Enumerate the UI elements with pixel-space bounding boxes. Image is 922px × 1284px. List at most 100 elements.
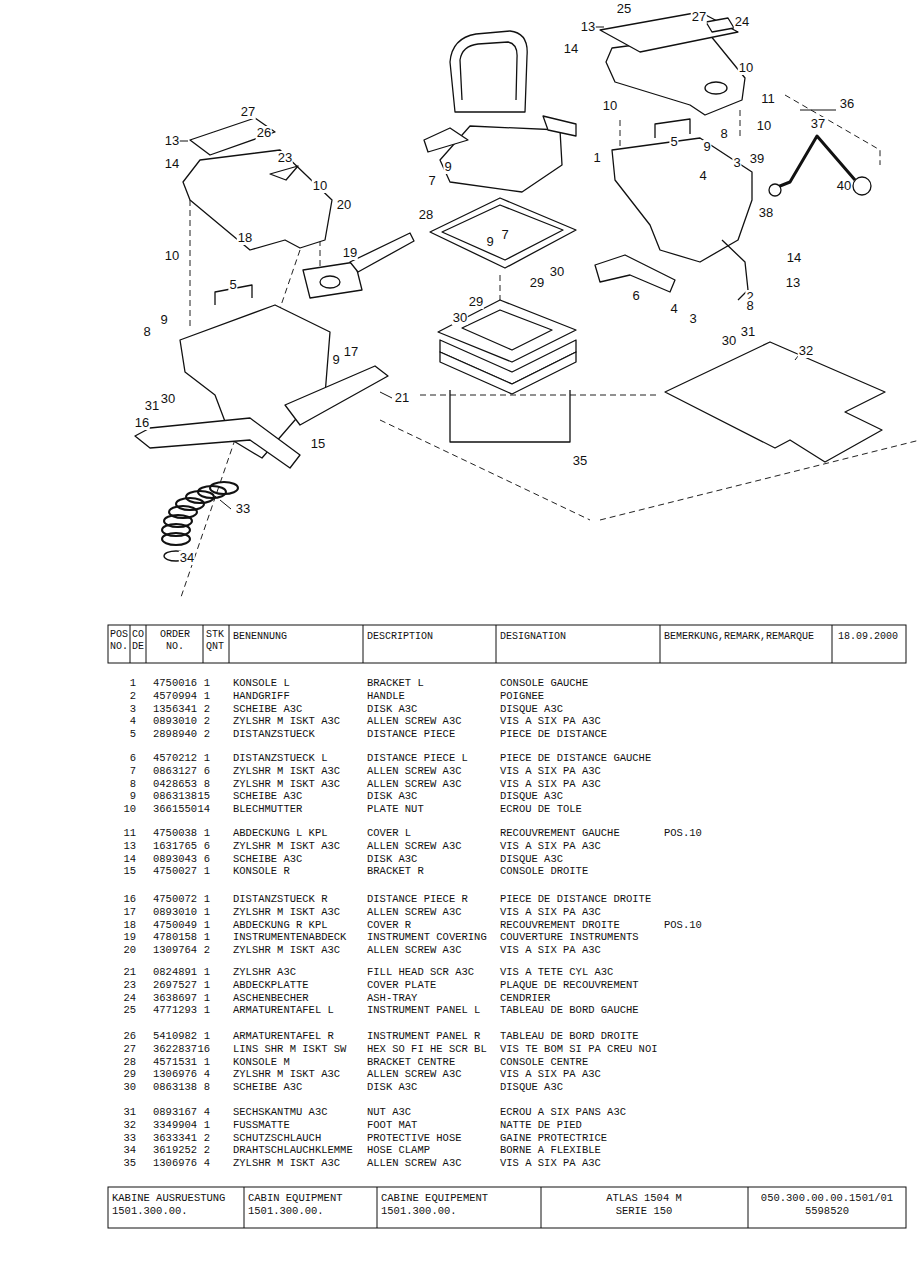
table-cell: GAINE PROTECTRICE (500, 1132, 607, 1144)
table-cell: 8 (204, 1081, 210, 1093)
table-rules (130, 625, 832, 663)
seat-base-inner (442, 205, 563, 260)
table-cell: 1 (204, 1004, 210, 1016)
table-cell: ZYLSHR M ISKT A3C (233, 765, 340, 777)
callout-number: 18 (237, 231, 253, 245)
table-cell: DISQUE A3C (500, 853, 563, 865)
callout-number: 28 (418, 208, 434, 222)
callout-number: 8 (719, 127, 728, 141)
position-number: 30 (123, 1081, 136, 1093)
table-cell: ZYLSHR M ISKT A3C (233, 715, 340, 727)
leader (380, 392, 392, 398)
table-cell: ARMATURENTAFEL R (233, 1030, 334, 1042)
table-cell: 2 (204, 1132, 210, 1144)
table-cell: ALLEN SCREW A3C (367, 1157, 462, 1169)
position-number: 2 (130, 690, 136, 702)
table-cell: VIS A TETE CYL A3C (500, 966, 613, 978)
table-cell: ASH-TRAY (367, 992, 417, 1004)
instrument-panel-left (190, 118, 275, 155)
callout-number: 15 (310, 437, 326, 451)
table-cell: 0893010 (153, 715, 197, 727)
table-cell: SCHEIBE A3C (233, 1081, 302, 1093)
callout-number: 30 (452, 311, 468, 325)
callout-number: 9 (485, 235, 494, 249)
table-cell: 3619252 (153, 1144, 197, 1156)
table-cell: PIECE DE DISTANCE DROITE (500, 893, 651, 905)
table-cell: ALLEN SCREW A3C (367, 715, 462, 727)
table-cell: 4570212 (153, 752, 197, 764)
position-number: 5 (130, 728, 136, 740)
table-cell: 2697527 (153, 979, 197, 991)
callout-number: 38 (758, 206, 774, 220)
table-cell: 2898940 (153, 728, 197, 740)
table-cell: FOOT MAT (367, 1119, 417, 1131)
table-cell: DISK A3C (367, 703, 417, 715)
table-cell: COVER R (367, 919, 411, 931)
table-cell: POS.10 (664, 919, 702, 931)
callout-number: 14 (164, 157, 180, 171)
position-number: 15 (123, 865, 136, 877)
callout-number: 10 (756, 119, 772, 133)
table-cell: 1309764 (153, 944, 197, 956)
table-cell: 6 (204, 853, 210, 865)
table-cell: VIS A SIX PA A3C (500, 1157, 601, 1169)
callout-number: 25 (616, 2, 632, 16)
table-header: DESCRIPTION (367, 631, 433, 643)
callout-number: 9 (443, 160, 452, 174)
callout-number: 10 (312, 179, 328, 193)
callout-number: 13 (580, 20, 596, 34)
table-cell: SCHEIBE A3C (233, 703, 302, 715)
table-cell: 0893167 (153, 1106, 197, 1118)
table-cell: POS.10 (664, 827, 702, 839)
table-cell: ABDECKPLATTE (233, 979, 309, 991)
table-cell: PLAQUE DE RECOUVREMENT (500, 979, 639, 991)
table-cell: SCHUTZSCHLAUCH (233, 1132, 321, 1144)
callout-number: 9 (331, 353, 340, 367)
table-cell: PLATE NUT (367, 803, 424, 815)
position-number: 31 (123, 1106, 136, 1118)
table-cell: VIS A SIX PA A3C (500, 765, 601, 777)
table-cell: 5410982 (153, 1030, 197, 1042)
table-cell: FUSSMATTE (233, 1119, 290, 1131)
callout-number: 32 (798, 344, 814, 358)
position-number: 16 (123, 893, 136, 905)
position-number: 6 (130, 752, 136, 764)
table-cell: FILL HEAD SCR A3C (367, 966, 474, 978)
seat-backrest (450, 31, 527, 112)
table-cell: 2 (204, 715, 210, 727)
table-cell: 1 (204, 992, 210, 1004)
table-cell: COVER L (367, 827, 411, 839)
table-cell: DISQUE A3C (500, 703, 563, 715)
table-cell: ZYLSHR M ISKT A3C (233, 778, 340, 790)
table-cell: COVER PLATE (367, 979, 436, 991)
position-number: 25 (123, 1004, 136, 1016)
leader-lines (179, 27, 836, 509)
table-cell: 1 (204, 865, 210, 877)
table-cell: ALLEN SCREW A3C (367, 906, 462, 918)
callout-number: 40 (836, 179, 852, 193)
table-cell: DISQUE A3C (500, 790, 563, 802)
position-number: 1 (130, 677, 136, 689)
floor-line (600, 440, 920, 520)
leader (800, 110, 836, 111)
hose-ring (162, 533, 190, 545)
table-cell: 1 (204, 690, 210, 702)
table-cell: VIS A SIX PA A3C (500, 715, 601, 727)
callout-number: 36 (839, 97, 855, 111)
table-cell: 0893010 (153, 906, 197, 918)
callout-number: 31 (740, 325, 756, 339)
callout-number: 14 (786, 251, 802, 265)
table-cell: VIS A SIX PA A3C (500, 840, 601, 852)
bracket-right (285, 366, 388, 425)
callout-number: 14 (563, 42, 579, 56)
seat-base (430, 198, 576, 268)
callout-number: 27 (240, 105, 256, 119)
table-cell: ABDECKUNG L KPL (233, 827, 328, 839)
table-cell: BORNE A FLEXIBLE (500, 1144, 601, 1156)
callout-number: 10 (164, 249, 180, 263)
callout-number: 3 (688, 312, 697, 326)
instrument-covering (303, 262, 362, 298)
table-cell: NUT A3C (367, 1106, 411, 1118)
callout-number: 17 (343, 345, 359, 359)
table-cell: PROTECTIVE HOSE (367, 1132, 462, 1144)
